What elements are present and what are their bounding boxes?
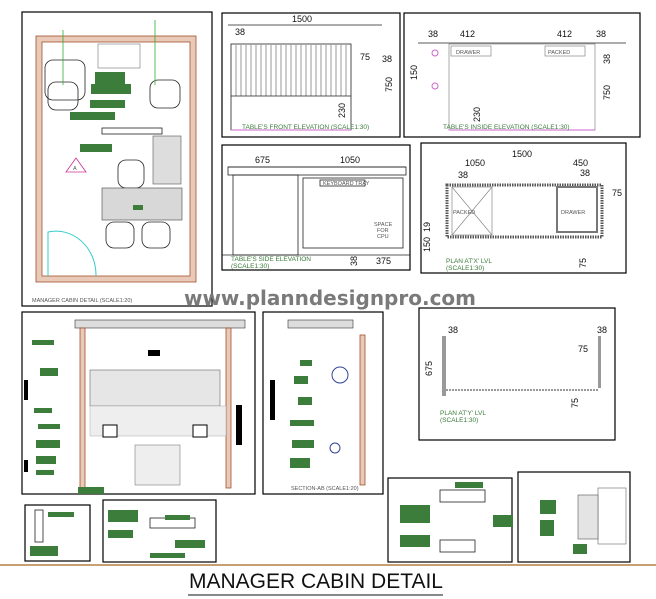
svg-text:230: 230 — [472, 107, 482, 122]
svg-text:38: 38 — [602, 54, 612, 64]
svg-text:1050: 1050 — [465, 158, 485, 168]
inside-elevation-caption: TABLE'S INSIDE ELEVATION (SCALE1:30) — [443, 124, 570, 131]
svg-text:675: 675 — [255, 155, 270, 165]
plan-y-panel: 38 38 75 675 75 PLAN AT'Y' LVL (SCALE1:3… — [418, 307, 616, 441]
svg-text:CPU: CPU — [377, 234, 389, 240]
svg-text:38: 38 — [448, 325, 458, 335]
svg-text:38: 38 — [382, 54, 392, 64]
svg-text:1050: 1050 — [340, 155, 360, 165]
side-elevation-panel: 675 1050 KEYBOARD TRAY SPACE FOR CPU TAB… — [221, 144, 411, 271]
svg-text:FOR: FOR — [377, 228, 389, 234]
svg-text:675: 675 — [424, 361, 434, 376]
chair-left — [44, 59, 86, 101]
svg-text:(SCALE1:30): (SCALE1:30) — [231, 263, 269, 270]
front-elevation-panel: 1500 38 75 38 750 230 TABLE'S FRONT ELEV… — [221, 12, 401, 138]
svg-text:PACKED: PACKED — [453, 210, 475, 216]
plan-y-caption: PLAN AT'Y' LVL — [440, 410, 486, 417]
watermark: www.planndesignpro.com — [184, 286, 476, 310]
svg-text:75: 75 — [570, 398, 580, 408]
svg-text:38: 38 — [458, 170, 468, 180]
plan-caption: MANAGER CABIN DETAIL (SCALE1:20) — [32, 298, 132, 304]
sheet-title: MANAGER CABIN DETAIL — [189, 570, 443, 593]
svg-text:150: 150 — [422, 237, 432, 252]
svg-text:1500: 1500 — [512, 149, 532, 159]
svg-text:1500: 1500 — [292, 14, 312, 24]
front-elevation-caption: TABLE'S FRONT ELEVATION (SCALE1:30) — [242, 124, 369, 131]
chair-right — [149, 79, 181, 109]
cabin-plan-panel: A MANAGER CABIN DETAIL (SCALE1:20) — [21, 11, 213, 307]
svg-text:(SCALE1:30): (SCALE1:30) — [440, 417, 478, 424]
door-swing-icon — [47, 230, 97, 277]
section-marker-label: A — [73, 166, 77, 172]
svg-text:412: 412 — [460, 29, 475, 39]
svg-text:750: 750 — [384, 77, 394, 92]
svg-text:375: 375 — [376, 256, 391, 266]
svg-text:38: 38 — [349, 256, 359, 266]
svg-text:DRAWER: DRAWER — [561, 210, 585, 216]
svg-text:38: 38 — [580, 168, 590, 178]
svg-text:230: 230 — [337, 103, 347, 118]
svg-text:38: 38 — [428, 29, 438, 39]
svg-text:SPACE: SPACE — [374, 222, 393, 228]
svg-text:75: 75 — [578, 258, 588, 268]
svg-text:75: 75 — [360, 52, 370, 62]
detail-panels — [24, 471, 631, 563]
plan-x-panel: 1500 1050 450 38 38 75 PACKED DRAWER 19 … — [420, 142, 627, 274]
svg-text:19: 19 — [422, 222, 432, 232]
section-ab-panel: SECTION-AB (SCALE1:20) — [262, 311, 384, 495]
svg-text:75: 75 — [612, 188, 622, 198]
side-elevation-caption: TABLE'S SIDE ELEVATION — [231, 256, 311, 263]
section-ab-caption: SECTION-AB (SCALE1:20) — [291, 486, 359, 492]
svg-text:DRAWER: DRAWER — [456, 50, 480, 56]
desk-top — [101, 187, 183, 221]
svg-text:38: 38 — [235, 27, 245, 37]
cabin-front-section-panel — [21, 311, 256, 495]
section-marker-icon — [65, 157, 87, 173]
svg-text:PACKED: PACKED — [548, 50, 570, 56]
svg-text:450: 450 — [573, 158, 588, 168]
plan-x-caption: PLAN AT'X' LVL — [446, 258, 492, 265]
svg-text:75: 75 — [578, 344, 588, 354]
svg-text:(SCALE1:30): (SCALE1:30) — [446, 265, 484, 272]
svg-text:150: 150 — [409, 65, 419, 80]
svg-text:KEYBOARD TRAY: KEYBOARD TRAY — [323, 181, 370, 187]
inside-elevation-panel: 38 412 412 38 DRAWER PACKED 150 38 750 2… — [403, 12, 641, 138]
svg-text:38: 38 — [596, 29, 606, 39]
svg-text:38: 38 — [597, 325, 607, 335]
svg-text:750: 750 — [602, 85, 612, 100]
svg-text:412: 412 — [557, 29, 572, 39]
